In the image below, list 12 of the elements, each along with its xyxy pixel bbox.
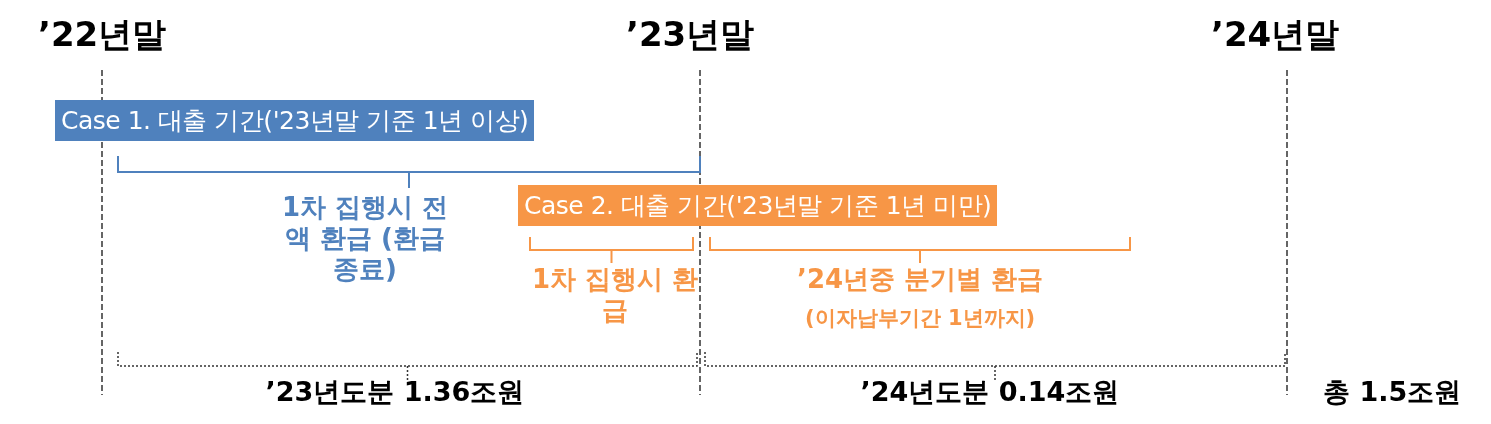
total-label: 총 1.5조원	[1323, 376, 1462, 409]
year-heading: ’22년말	[38, 14, 167, 55]
period-box: Case 1. 대출 기간('23년말 기준 1년 이상)	[55, 100, 535, 141]
refund-note: 1차 집행시 환급	[530, 264, 700, 327]
refund-note: 1차 집행시 전액 환급 (환급 종료)	[280, 192, 450, 286]
refund-note: ’24년중 분기별 환급	[797, 264, 1044, 296]
amount-label: ’24년도분 0.14조원	[860, 376, 1120, 409]
amount-label: ’23년도분 1.36조원	[265, 376, 525, 409]
year-heading: ’23년말	[626, 14, 755, 55]
period-box: Case 2. 대출 기간('23년말 기준 1년 미만)	[518, 185, 998, 226]
refund-note: (이자납부기간 1년까지)	[805, 306, 1036, 332]
year-heading: ’24년말	[1211, 14, 1340, 55]
